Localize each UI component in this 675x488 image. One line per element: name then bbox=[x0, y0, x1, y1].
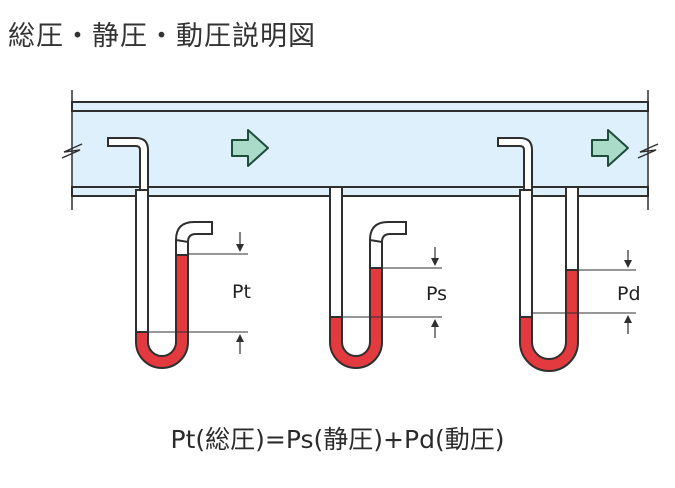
right-leg-top bbox=[174, 221, 213, 244]
flow-arrow-icon bbox=[591, 129, 629, 167]
pressure-diagram: Pt Ps Pd bbox=[61, 90, 659, 372]
manometer-total: Pt bbox=[107, 137, 251, 369]
u-bend bbox=[135, 254, 189, 369]
right-leg-top bbox=[368, 221, 407, 244]
manometer-dynamic: Pd bbox=[497, 137, 641, 372]
dim-arrowhead-bottom bbox=[236, 334, 244, 342]
left-leg bbox=[135, 189, 149, 333]
dim-arrowhead-bottom bbox=[624, 315, 632, 323]
dim-arrowhead-top bbox=[236, 244, 244, 252]
right-leg bbox=[369, 239, 383, 269]
duct bbox=[61, 90, 659, 210]
duct-bottom-wall bbox=[71, 186, 649, 197]
duct-top-wall bbox=[71, 101, 649, 112]
diagram-title: 総圧・静圧・動圧説明図 bbox=[8, 21, 316, 52]
left-break-mark bbox=[61, 143, 83, 159]
dim-arrowhead-bottom bbox=[431, 319, 439, 327]
pressure-formula: Pt(総圧)=Ps(静圧)+Pd(動圧) bbox=[170, 425, 505, 454]
manometer-static: Ps bbox=[329, 186, 447, 369]
left-leg bbox=[519, 189, 533, 318]
duct-interior bbox=[72, 111, 648, 187]
left-leg bbox=[329, 186, 343, 318]
label-ps: Ps bbox=[426, 283, 447, 305]
u-bend bbox=[329, 267, 383, 369]
dim-arrowhead-top bbox=[431, 258, 439, 266]
u-bend bbox=[519, 269, 579, 372]
right-break-mark bbox=[637, 143, 659, 159]
dim-arrowhead-top bbox=[624, 260, 632, 268]
duct-wall-patch bbox=[331, 188, 341, 196]
flow-arrow-icon bbox=[231, 129, 269, 167]
duct-wall-patch bbox=[567, 188, 577, 196]
label-pt: Pt bbox=[232, 281, 251, 303]
label-pd: Pd bbox=[617, 283, 641, 305]
right-leg bbox=[565, 186, 579, 271]
